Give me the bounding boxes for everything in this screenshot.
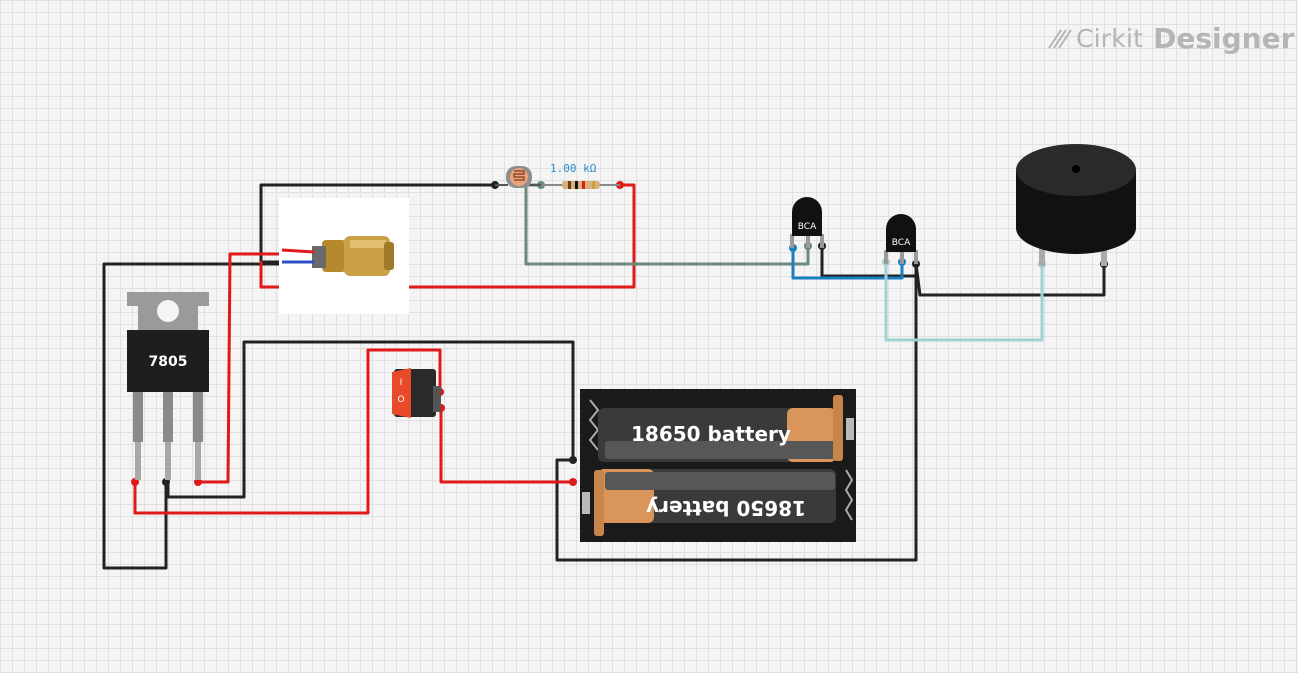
battery-2-label: 18650 battery	[646, 496, 806, 520]
npn-transistor-2[interactable]: BCA	[884, 214, 918, 264]
battery-cell-1: 18650 battery	[598, 395, 843, 462]
npn-transistor-1[interactable]: BCA	[790, 197, 824, 248]
regulator-label: 7805	[149, 354, 188, 370]
resistor-value-label: 1.00 kΩ	[550, 162, 597, 175]
cirkit-logo-icon	[1048, 28, 1072, 49]
wire-red-regulator-out-to-laser[interactable]	[196, 252, 308, 484]
wire-red-regulator-in-to-switch[interactable]	[133, 348, 442, 515]
resistor-1k[interactable]	[541, 181, 620, 189]
battery-cell-2: 18650 battery	[594, 469, 836, 536]
laser-diode-module[interactable]	[279, 198, 409, 314]
cirkit-designer-logo: Cirkit Designer	[1046, 22, 1294, 55]
transistor-2-label: BCA	[892, 238, 911, 248]
battery-holder-2x18650[interactable]: 18650 battery 18650 battery	[580, 389, 856, 542]
wire-black-regulator-in-loop[interactable]	[102, 262, 308, 570]
wire-blue-transistor-link[interactable]	[791, 246, 904, 280]
battery-1-label: 18650 battery	[631, 422, 791, 446]
photoresistor-ldr[interactable]	[495, 166, 541, 188]
wire-black-battery-to-transistor[interactable]	[555, 262, 918, 562]
rocker-switch[interactable]: I O	[392, 368, 441, 418]
switch-on-symbol: I	[400, 378, 403, 388]
wire-cyan-transistor-to-buzzer[interactable]	[884, 260, 1044, 342]
voltage-regulator-7805[interactable]: 7805	[127, 292, 209, 480]
brand-product: Designer	[1153, 22, 1295, 55]
transistor-1-label: BCA	[798, 222, 817, 232]
switch-off-symbol: O	[397, 395, 404, 405]
wire-red-switch-to-battery[interactable]	[439, 406, 575, 484]
wire-black-buzzer-neg[interactable]	[914, 262, 1106, 297]
brand-name: Cirkit	[1076, 24, 1144, 53]
wire-gray-ldr-to-transistor-base[interactable]	[524, 183, 810, 266]
wire-red-resistor-loop[interactable]	[259, 183, 636, 289]
wire-black-gnd-to-battery[interactable]	[166, 340, 575, 499]
buzzer[interactable]	[1016, 144, 1136, 266]
